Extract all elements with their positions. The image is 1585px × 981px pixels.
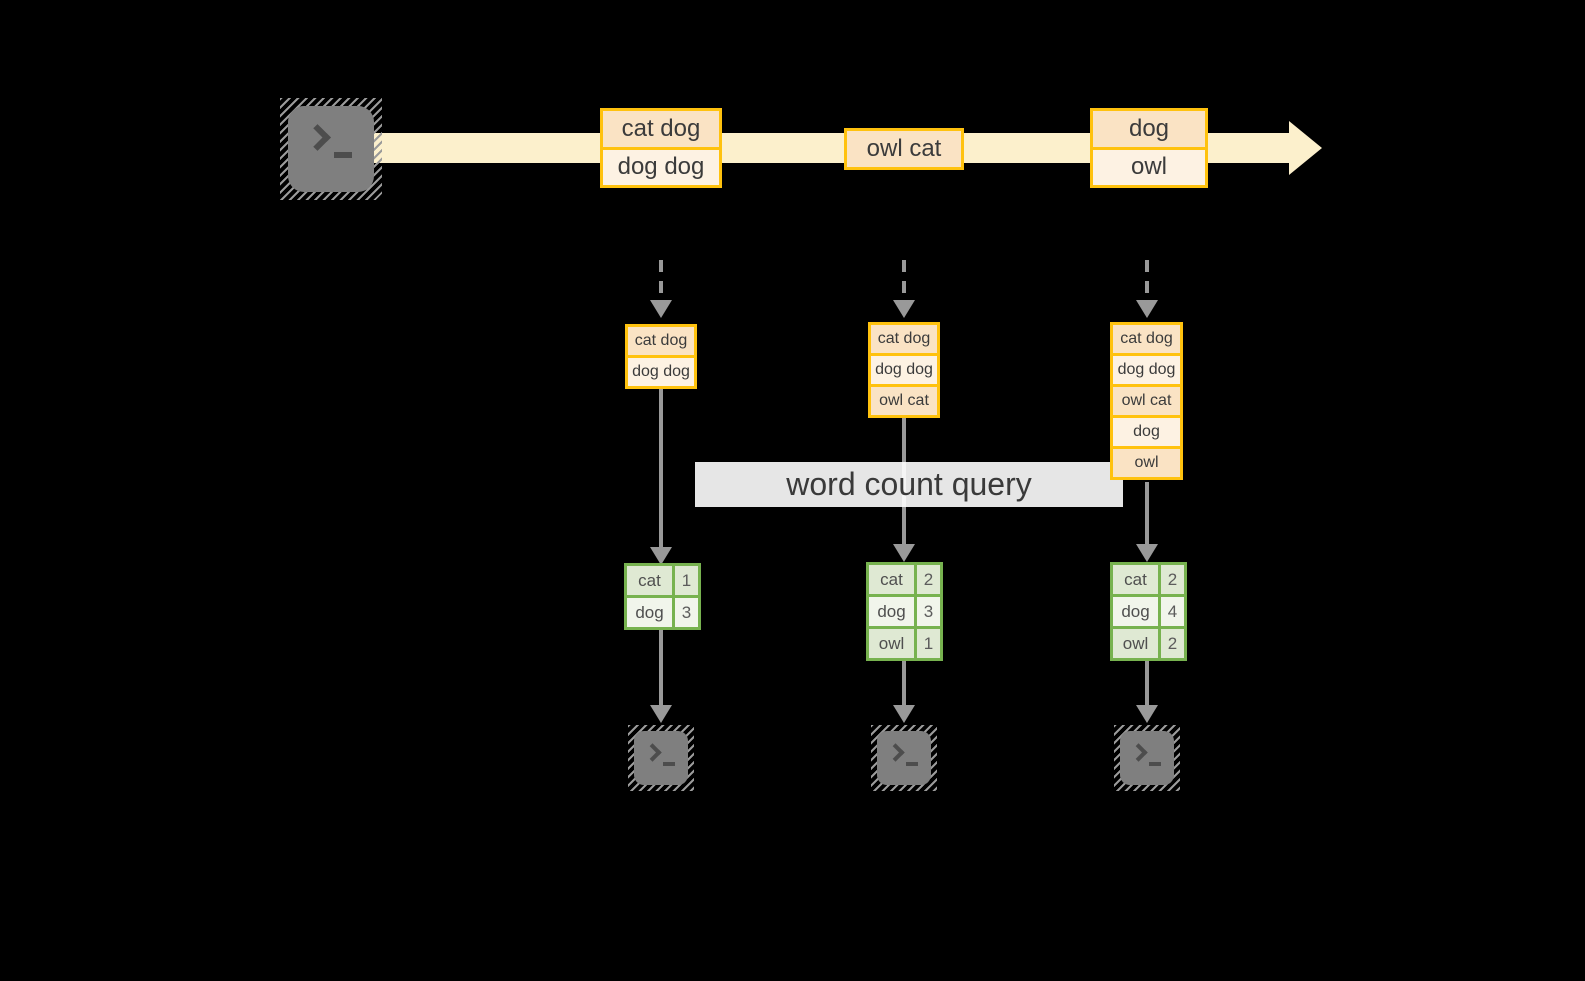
output-arrow [650, 629, 672, 723]
word-cell: cat [1113, 565, 1158, 594]
prompt-chevron-icon [643, 743, 662, 762]
word-cell: owl [869, 629, 914, 658]
prompt-underscore-icon [906, 762, 918, 766]
record-buffer: cat dog dog dog owl cat [868, 322, 940, 418]
arrow-head-icon [650, 547, 672, 565]
word-cell: dog [869, 597, 914, 626]
count-cell: 1 [917, 629, 940, 658]
terminal-body [288, 106, 374, 192]
record-cell: owl cat [847, 131, 961, 167]
stream-batch: owl cat [844, 128, 964, 170]
count-cell: 2 [917, 565, 940, 594]
arrow-head-icon [893, 705, 915, 723]
ingest-arrow [893, 260, 915, 318]
arrow-head-icon [1136, 300, 1158, 318]
output-arrow [893, 660, 915, 723]
query-arrow [650, 389, 672, 565]
record-cell: dog dog [603, 149, 719, 185]
record-cell: cat dog [628, 327, 694, 355]
arrow-line [1145, 660, 1149, 705]
arrow-dashed-line [659, 260, 663, 300]
count-cell: 2 [1161, 629, 1184, 658]
record-cell: dog dog [871, 356, 937, 384]
arrow-head-icon [893, 544, 915, 562]
count-cell: 2 [1161, 565, 1184, 594]
count-cell: 3 [675, 598, 698, 627]
record-buffer: cat dog dog dog owl cat dog owl [1110, 322, 1183, 480]
arrow-dashed-line [1145, 260, 1149, 300]
word-cell: owl [1113, 629, 1158, 658]
output-terminal-icon [628, 725, 694, 791]
prompt-chevron-icon [886, 743, 905, 762]
record-cell: cat dog [1113, 325, 1180, 353]
prompt-underscore-icon [663, 762, 675, 766]
query-arrow [1136, 482, 1158, 562]
record-cell: owl [1093, 149, 1205, 185]
arrow-head-icon [650, 300, 672, 318]
word-cell: cat [869, 565, 914, 594]
record-cell: dog [1113, 418, 1180, 446]
ingest-arrow [650, 260, 672, 318]
arrow-line [659, 629, 663, 705]
terminal-body [877, 731, 931, 785]
output-terminal-icon [871, 725, 937, 791]
record-cell: cat dog [603, 111, 719, 147]
prompt-underscore-icon [334, 152, 352, 158]
arrow-line [1145, 482, 1149, 544]
stream-arrow-head [1289, 121, 1322, 175]
count-cell: 4 [1161, 597, 1184, 626]
prompt-underscore-icon [1149, 762, 1161, 766]
query-banner-label: word count query [786, 466, 1032, 502]
terminal-body [634, 731, 688, 785]
word-cell: cat [627, 566, 672, 595]
terminal-body [1120, 731, 1174, 785]
arrow-head-icon [893, 300, 915, 318]
record-cell: dog dog [628, 358, 694, 386]
record-cell: dog [1093, 111, 1205, 147]
count-cell: 1 [675, 566, 698, 595]
arrow-head-icon [1136, 544, 1158, 562]
output-terminal-icon [1114, 725, 1180, 791]
record-cell: owl cat [871, 387, 937, 415]
ingest-arrow [1136, 260, 1158, 318]
prompt-chevron-icon [1129, 743, 1148, 762]
record-cell: owl [1113, 449, 1180, 477]
query-banner: word count query [695, 462, 1123, 507]
record-cell: cat dog [871, 325, 937, 353]
arrow-line [902, 660, 906, 705]
word-cell: dog [627, 598, 672, 627]
source-terminal-icon [280, 98, 382, 200]
arrow-line [659, 389, 663, 547]
record-cell: dog dog [1113, 356, 1180, 384]
word-cell: dog [1113, 597, 1158, 626]
output-arrow [1136, 660, 1158, 723]
arrow-head-icon [1136, 705, 1158, 723]
record-buffer: cat dog dog dog [625, 324, 697, 389]
arrow-head-icon [650, 705, 672, 723]
record-cell: owl cat [1113, 387, 1180, 415]
prompt-chevron-icon [304, 124, 331, 151]
count-cell: 3 [917, 597, 940, 626]
arrow-dashed-line [902, 260, 906, 300]
